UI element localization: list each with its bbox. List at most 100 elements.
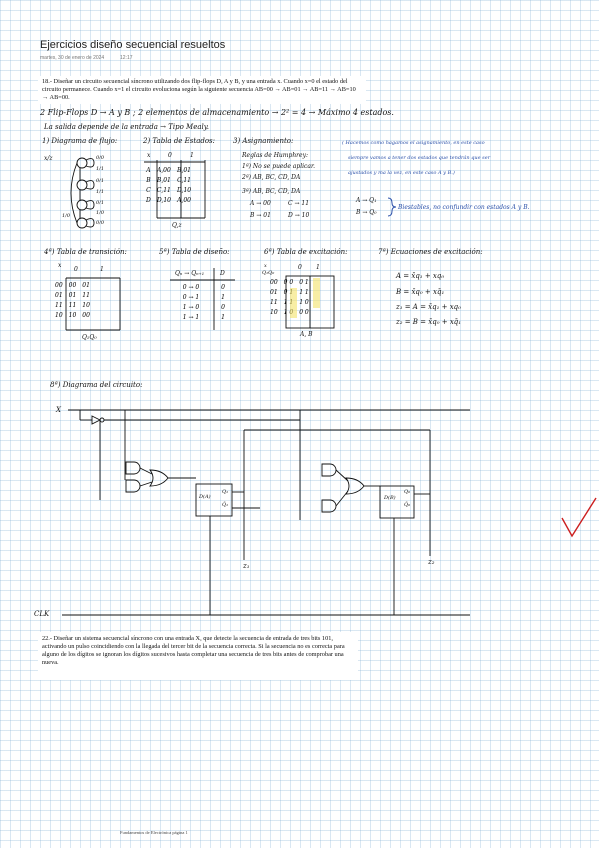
cell: D,10 xyxy=(176,186,192,194)
cell: 00 xyxy=(270,278,278,286)
flow-label-1: 0/0 xyxy=(96,155,105,161)
assign-rule-2: 2ª) AB, BC, CD, DA xyxy=(242,174,301,181)
transition-table-lines xyxy=(65,277,121,331)
flow-diagram xyxy=(70,157,95,229)
biestable-map-a: A → Q₁ xyxy=(356,197,377,204)
flow-label-7: 0/0 xyxy=(96,220,105,226)
ff-a-q: Q₁ xyxy=(222,489,229,495)
design-h2: D xyxy=(220,270,225,277)
cell: 10 xyxy=(68,311,77,319)
brace-icon xyxy=(387,197,397,217)
cell: 0 → 0 xyxy=(182,283,200,291)
note-line-2: La salida depende de la entrada → Tipo M… xyxy=(44,123,210,131)
cell: A xyxy=(146,166,151,174)
section-1-header: 1) Diagrama de flujo: xyxy=(42,137,118,145)
loop-b xyxy=(85,180,95,190)
cell: 01 xyxy=(68,291,77,299)
cell: 1 0 xyxy=(283,308,294,316)
loop-a xyxy=(85,158,95,168)
exc-h1: 1 xyxy=(316,264,320,271)
highlight xyxy=(313,278,320,308)
state-table-h0: 0 xyxy=(168,152,172,159)
state-b xyxy=(76,179,88,191)
equation-z1: z₁ = A = x̄q₁ + xq₀ xyxy=(396,303,461,311)
trans-x: x xyxy=(58,262,62,269)
cell: 00 xyxy=(68,281,77,289)
blue-note-line-2: siempre vamos a tener dos estados que te… xyxy=(348,155,491,161)
assign-map-a: A → 00 xyxy=(250,200,271,207)
table-row: C C,11 D,10 xyxy=(143,185,194,195)
cell: 10 xyxy=(270,308,278,316)
excitation-table-lines xyxy=(285,275,335,329)
flow-label-8: 1/0 xyxy=(62,213,71,219)
biestable-note: Biestables, no confundir con estados A y… xyxy=(398,204,530,211)
loop-c xyxy=(85,200,95,210)
page-footer: Fundamentos de Electrónica página 1 xyxy=(120,830,188,835)
exc-foot: A, B xyxy=(300,331,313,338)
cell: 1 1 xyxy=(283,298,294,306)
state-c xyxy=(76,199,88,211)
flow-label-2: 1/1 xyxy=(96,166,105,172)
cell: C,11 xyxy=(156,186,171,194)
section-7-header: 7ª) Ecuaciones de excitación: xyxy=(378,248,483,256)
and-gate-a1-icon xyxy=(125,461,141,475)
cell: D xyxy=(146,196,151,204)
cell: B,01 xyxy=(156,176,171,184)
section-8-header: 8ª) Diagrama del circuito: xyxy=(50,381,143,389)
table-row: 10 1 0 0 0 xyxy=(267,307,312,317)
exc-h0: 0 xyxy=(298,264,302,271)
page-time: 12:17 xyxy=(120,55,133,61)
equation-z2: z₂ = B = x̄q₀ + xq̄₁ xyxy=(396,318,462,326)
assign-rule-1: 1ª) No se puede aplicar. xyxy=(242,163,316,170)
or-gate-b-icon xyxy=(345,477,365,495)
flow-label-3: 0/1 xyxy=(96,178,105,184)
equation-a: A = x̄q₁ + xq₀ xyxy=(396,272,445,280)
wire xyxy=(139,481,153,487)
section-6-header: 6ª) Tabla de excitación: xyxy=(264,248,348,256)
flow-label-5: 0/1 xyxy=(96,200,105,206)
problem-22-text: 22.- Diseñar un sistema secuencial síncr… xyxy=(38,632,358,680)
biestable-map-b: B → Q₀ xyxy=(356,209,377,216)
exc-q: Q₁Q₀ xyxy=(262,270,275,276)
cell: A,00 xyxy=(156,166,171,174)
ff-b-q: Q₀ xyxy=(404,489,411,495)
or-gate-a-icon xyxy=(149,469,169,487)
output-z1: z₁ xyxy=(243,562,250,570)
cell: 10 xyxy=(82,301,90,309)
check-mark-icon xyxy=(561,497,597,538)
edge-da xyxy=(70,162,78,224)
assign-rule-3: 3ª) AB, BC, CD, DA xyxy=(242,188,301,195)
not-gate-icon xyxy=(91,415,102,425)
flow-label-4: 1/1 xyxy=(96,189,105,195)
trans-h0: 0 xyxy=(74,266,78,273)
design-table-lines xyxy=(170,268,235,330)
cell: 0 → 1 xyxy=(182,293,200,301)
state-table-x: x xyxy=(147,152,151,159)
highlight xyxy=(290,288,297,318)
state-table-lines xyxy=(144,160,206,219)
page-date: martes, 30 de enero de 2024 xyxy=(40,55,105,61)
cell: C xyxy=(146,186,151,194)
flow-label-6: 1/0 xyxy=(96,210,105,216)
cell: B xyxy=(146,176,151,184)
cell: 0 0 xyxy=(299,308,309,316)
cell: 0 0 xyxy=(283,278,294,286)
ff-a-label: D(A) xyxy=(199,494,211,500)
section-2-header: 2) Tabla de Estados: xyxy=(143,137,216,145)
output-z2: z₂ xyxy=(428,558,435,566)
cell: 00 xyxy=(82,311,90,319)
